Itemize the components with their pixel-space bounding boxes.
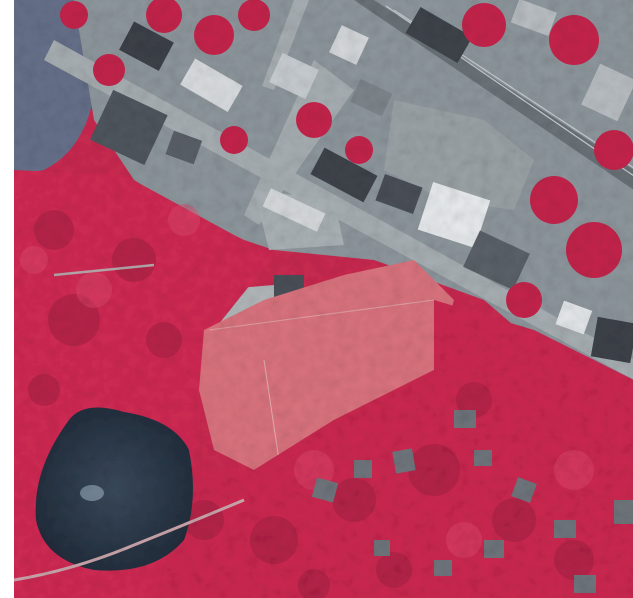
cross-street [244, 60, 354, 225]
rail-line [354, 0, 633, 190]
houses [311, 410, 633, 593]
pond [35, 407, 193, 571]
street-trees [60, 0, 633, 318]
upper-pond [14, 0, 95, 175]
footpath [14, 498, 245, 582]
tree-shadows [28, 210, 594, 598]
parking-lot [384, 100, 534, 210]
fountain [80, 485, 104, 501]
open-field [199, 260, 454, 470]
aerial-photo [14, 0, 633, 598]
main-street [44, 40, 633, 380]
aerial-photo-frame [14, 0, 633, 598]
